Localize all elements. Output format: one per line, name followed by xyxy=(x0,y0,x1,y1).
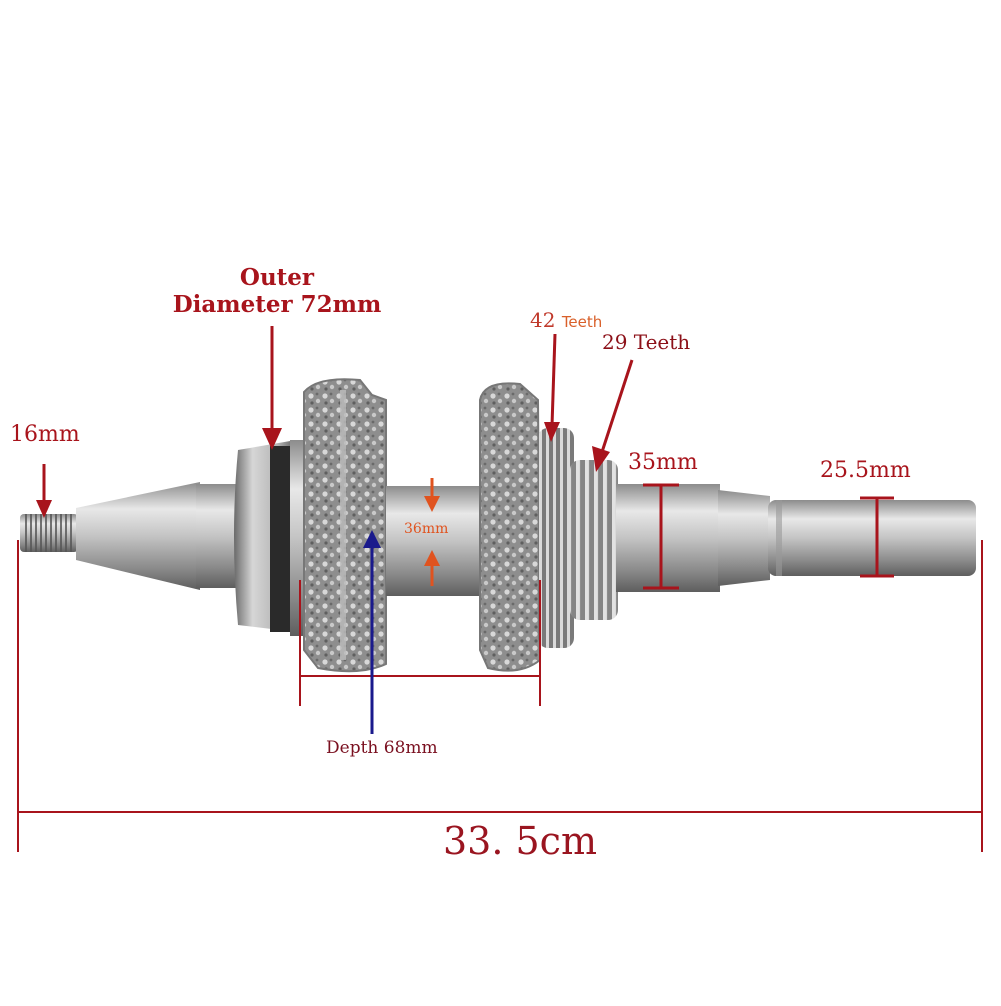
gear-29-label: 29 Teeth xyxy=(602,330,691,354)
shaft-collar xyxy=(196,484,240,588)
crankpin-arrows xyxy=(424,478,440,586)
outer-diameter-label: Outer Diameter 72mm xyxy=(166,264,388,318)
outer-diameter-line2: Diameter 72mm xyxy=(172,291,382,318)
dimension-lines xyxy=(42,326,894,590)
crankpin-label: 36mm xyxy=(404,521,449,537)
threaded-end xyxy=(20,514,78,552)
arrow-heads xyxy=(36,422,610,518)
tapered-shaft xyxy=(76,482,200,590)
gear-29-teeth xyxy=(570,460,618,620)
total-length-line xyxy=(17,540,983,852)
counterweight-left xyxy=(303,378,387,673)
depth-arrow xyxy=(363,530,381,734)
shaft-25-label: 25.5mm xyxy=(820,458,911,483)
journal-35-label: 35mm xyxy=(628,450,698,475)
outer-diameter-line1: Outer xyxy=(239,264,315,291)
total-length-label: 33. 5cm xyxy=(442,819,597,863)
depth-label: Depth 68mm xyxy=(326,738,438,758)
gear-42-teeth xyxy=(538,428,574,648)
output-shaft xyxy=(768,500,976,576)
gear-42-label: 42 Teeth xyxy=(530,310,602,330)
gear-42-number: 42 xyxy=(530,308,556,332)
ball-bearing xyxy=(234,440,304,636)
depth-bracket xyxy=(299,580,541,706)
main-journal xyxy=(616,484,720,592)
thread-diameter-label: 16mm xyxy=(10,422,80,447)
gear-42-word: Teeth xyxy=(561,313,603,331)
counterweight-right xyxy=(479,382,542,672)
